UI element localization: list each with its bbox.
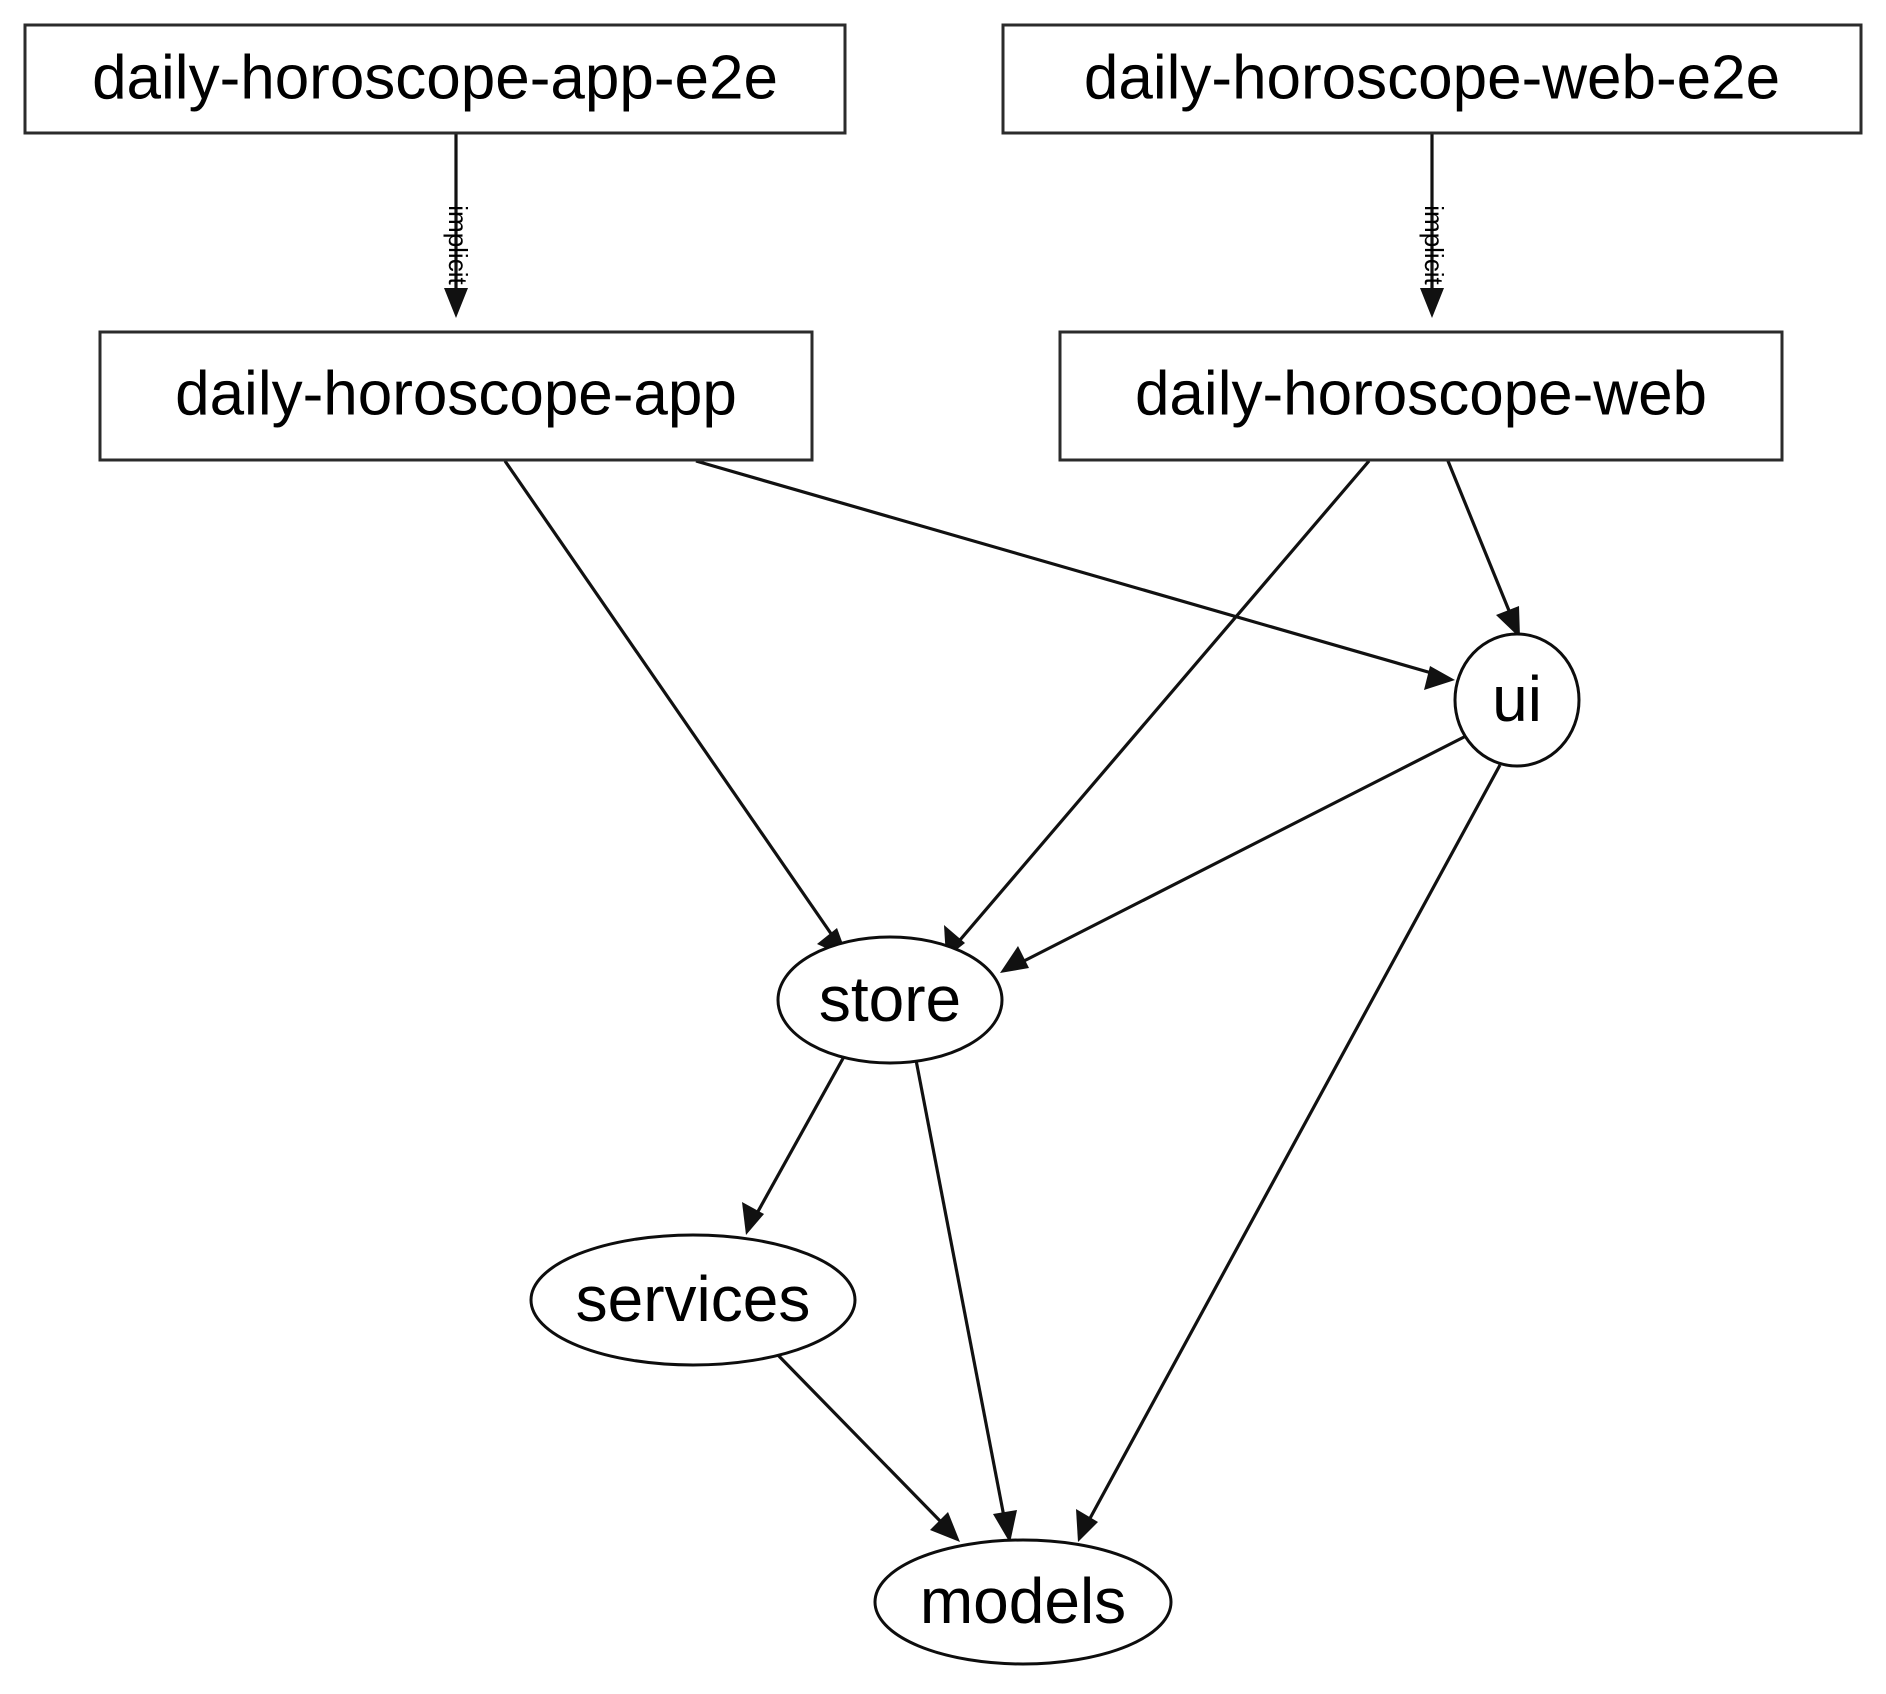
edge-arrowhead [930, 1512, 960, 1542]
edge-label-implicit-web: implicit [1419, 205, 1449, 285]
edge-arrowhead [1000, 946, 1029, 973]
node-label: store [819, 963, 961, 1035]
node-label: daily-horoscope-app-e2e [92, 43, 778, 112]
node-daily-horoscope-web[interactable]: daily-horoscope-web [1058, 330, 1784, 462]
edge-label-implicit-app: implicit [443, 205, 473, 285]
edge-app-to-store [503, 460, 848, 958]
edge-arrowhead [1420, 288, 1444, 318]
edge-web-to-store [944, 459, 1371, 958]
edge-web-to-ui [1446, 460, 1520, 638]
node-label: models [920, 1565, 1126, 1637]
edge-app-e2e-to-app [444, 133, 468, 318]
node-store[interactable]: store [776, 935, 1004, 1065]
node-label: daily-horoscope-web [1135, 359, 1707, 428]
node-shape-box[interactable] [1001, 23, 1863, 135]
node-label: services [576, 1263, 811, 1335]
node-shape-box[interactable] [1058, 330, 1784, 462]
edge-line [914, 1059, 1007, 1523]
node-shape-box[interactable] [23, 23, 847, 135]
edge-arrowhead [1424, 666, 1455, 690]
edge-store-to-models [914, 1059, 1017, 1543]
node-models[interactable]: models [873, 1538, 1173, 1666]
edge-app-to-ui [695, 459, 1455, 690]
edge-line [1019, 734, 1467, 965]
edge-line [771, 1348, 946, 1527]
edge-line [503, 460, 836, 939]
edge-line [1086, 764, 1502, 1523]
node-shape-ellipse[interactable] [529, 1233, 857, 1367]
node-daily-horoscope-web-e2e[interactable]: daily-horoscope-web-e2e [1001, 23, 1863, 135]
edge-arrowhead [1496, 606, 1520, 638]
node-shape-ellipse[interactable] [873, 1538, 1173, 1666]
node-daily-horoscope-app[interactable]: daily-horoscope-app [98, 330, 814, 462]
edge-arrowhead [742, 1202, 764, 1235]
node-shape-ellipse[interactable] [776, 935, 1004, 1065]
edge-arrowhead [444, 288, 468, 318]
edge-ui-to-store [1000, 734, 1467, 973]
edge-line [958, 459, 1371, 942]
edge-web-e2e-to-web [1420, 133, 1444, 318]
node-label: daily-horoscope-app [175, 359, 737, 428]
node-services[interactable]: services [529, 1233, 857, 1367]
node-label: daily-horoscope-web-e2e [1084, 43, 1780, 112]
node-daily-horoscope-app-e2e[interactable]: daily-horoscope-app-e2e [23, 23, 847, 135]
node-shape-ellipse[interactable] [1453, 632, 1581, 768]
node-label: ui [1492, 663, 1542, 735]
node-ui[interactable]: ui [1453, 632, 1581, 768]
edge-store-to-services [742, 1052, 848, 1235]
edge-line [695, 459, 1436, 676]
edge-line [754, 1052, 848, 1216]
node-shape-box[interactable] [98, 330, 814, 462]
edge-line [1446, 460, 1514, 619]
edge-arrowhead [993, 1510, 1017, 1543]
edge-services-to-models [771, 1348, 960, 1542]
edge-ui-to-models [1076, 764, 1502, 1542]
edge-arrowhead [1076, 1509, 1098, 1542]
